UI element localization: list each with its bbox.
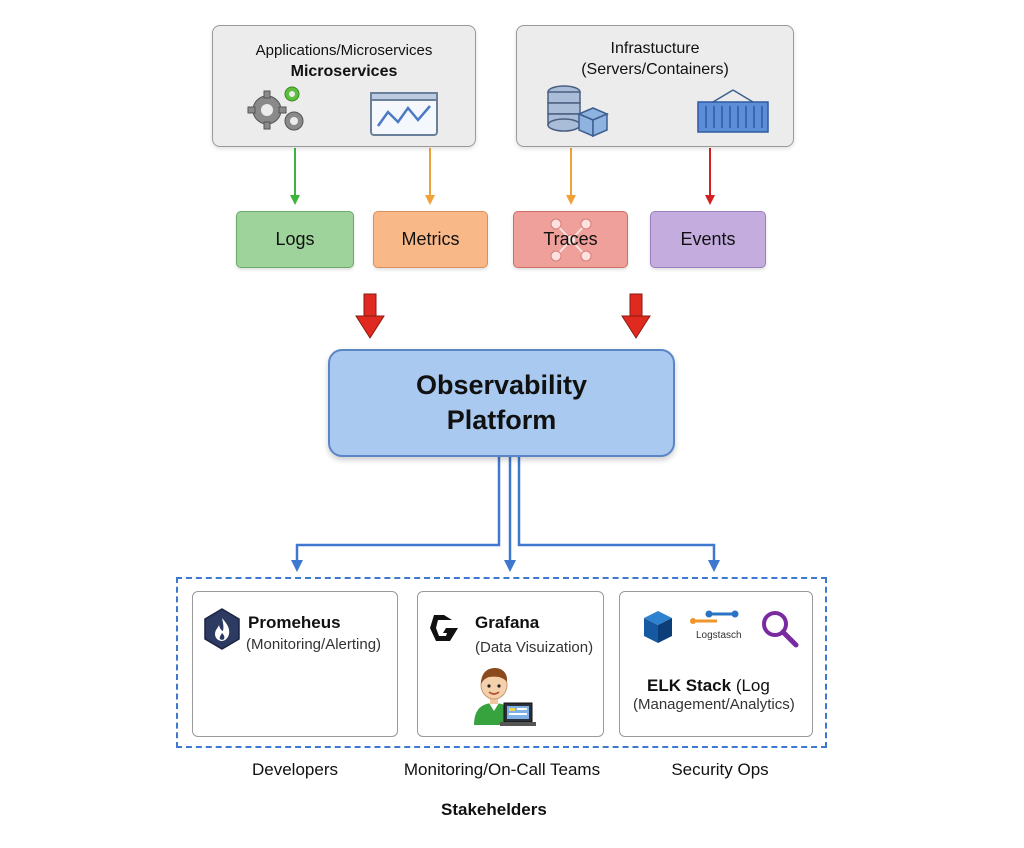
wire-to-security xyxy=(517,455,720,572)
prometheus-flame-icon xyxy=(204,608,240,650)
tool-card-elk: Logstasch ELK Stack (Log (Management/Ana… xyxy=(619,591,813,737)
wire-to-developers xyxy=(291,455,501,572)
stakeholders-footer: Stakehelders xyxy=(441,800,547,819)
infra-source-box: Infrastucture (Servers/Containers) xyxy=(516,25,794,147)
signal-events: Events xyxy=(650,211,766,268)
tool-name-elk-line: ELK Stack (Log xyxy=(647,676,770,696)
tool-desc-elk: (Management/Analytics) xyxy=(633,696,795,713)
grafana-logo-icon xyxy=(430,615,458,641)
stakeholder-tools-group xyxy=(176,577,827,748)
metrics-chart-icon xyxy=(370,92,438,136)
apps-title-line2: Microservices xyxy=(290,63,398,80)
trace-network-icon xyxy=(550,218,592,262)
stakeholder-monitoring: Monitoring/On-Call Teams xyxy=(403,760,601,779)
user-at-laptop-icon xyxy=(474,668,536,726)
tool-card-prometheus: Promeheus (Monitoring/Alerting) xyxy=(192,591,398,737)
signal-logs-label: Logs xyxy=(275,229,315,249)
signal-events-label: Events xyxy=(680,229,736,249)
tool-desc-prometheus: (Monitoring/Alerting) xyxy=(246,636,382,653)
tool-desc-grafana: (Data Visuization) xyxy=(475,639,594,656)
tool-name-elk: ELK Stack xyxy=(647,676,732,695)
apps-source-box: Applications/Microservices Microservices xyxy=(212,25,476,147)
infra-title-line1: Infrastucture xyxy=(610,40,700,57)
tool-name-elk-suffix: (Log xyxy=(731,676,770,695)
magnifier-search-icon xyxy=(762,611,799,648)
shipping-container-icon xyxy=(697,89,769,133)
apps-title-line1: Applications/Microservices xyxy=(255,42,433,59)
tool-name-prometheus: Promeheus xyxy=(248,613,341,632)
infra-title-line2: (Servers/Containers) xyxy=(581,61,729,78)
stakeholder-security: Security Ops xyxy=(671,760,769,779)
tool-name-grafana: Grafana xyxy=(475,613,540,632)
big-arrow-left xyxy=(355,293,385,339)
signal-traces: Traces xyxy=(513,211,628,268)
signal-metrics-label: Metrics xyxy=(401,229,460,249)
gears-icon xyxy=(247,86,304,131)
signal-logs: Logs xyxy=(236,211,354,268)
platform-title-line2: Platform xyxy=(446,405,557,435)
elastic-cube-icon xyxy=(644,611,672,643)
logstash-pipeline-icon xyxy=(690,610,739,624)
stakeholder-developers: Developers xyxy=(252,760,338,779)
tool-card-grafana: Grafana (Data Visuization) xyxy=(417,591,604,737)
platform-title-line1: Observability xyxy=(415,370,588,400)
big-arrow-right xyxy=(621,293,651,339)
signal-metrics: Metrics xyxy=(373,211,488,268)
signal-traces-label: Traces xyxy=(543,229,598,249)
observability-platform-box: Observability Platform xyxy=(328,349,675,457)
database-server-icon xyxy=(547,85,609,138)
logstash-label: Logstasch xyxy=(696,630,742,641)
